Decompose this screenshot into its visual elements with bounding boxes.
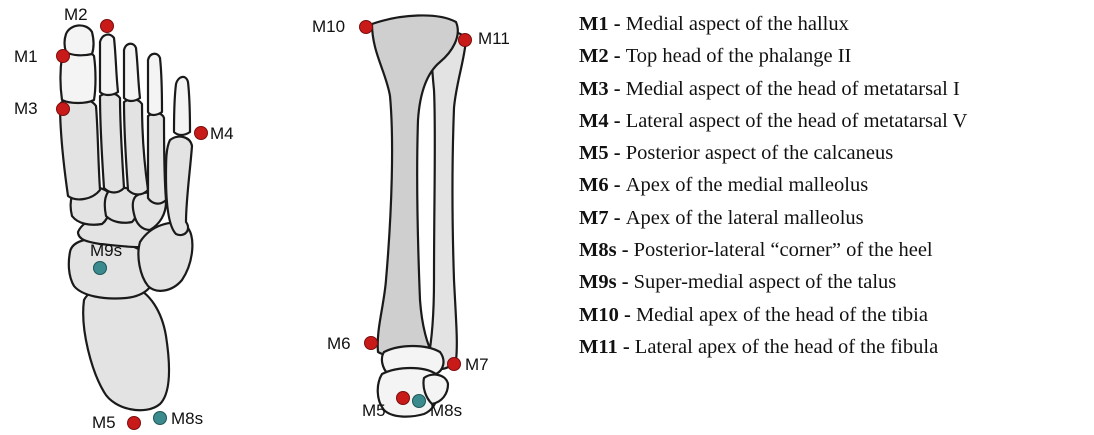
marker-m5-foot-label: M5 — [92, 413, 116, 432]
legend-description: Apex of the lateral malleolus — [626, 207, 864, 229]
legend-code: M11 — [579, 336, 618, 358]
marker-m8s-foot-dot — [154, 412, 167, 425]
toe2-phalanges — [100, 35, 118, 95]
metatarsal-5 — [166, 137, 192, 235]
legend-row: M4 - Lateral aspect of the head of metat… — [579, 105, 1089, 137]
legend-separator: - — [609, 142, 626, 164]
marker-m2-label: M2 — [64, 5, 88, 24]
leg-calcaneus-lateral — [423, 375, 448, 404]
legend-description: Medial aspect of the hallux — [626, 13, 849, 35]
legend-separator: - — [617, 239, 634, 261]
marker-m5-leg-label: M5 — [362, 401, 386, 420]
toe4-phalanges — [148, 54, 162, 115]
marker-m11-dot — [459, 34, 472, 47]
marker-m3-label: M3 — [14, 99, 38, 118]
marker-m5-leg-dot — [397, 392, 410, 405]
legend-separator: - — [609, 110, 626, 132]
legend-description: Apex of the medial malleolus — [626, 174, 869, 196]
legend-description: Medial aspect of the head of metatarsal … — [626, 78, 960, 100]
legend-row: M11 - Lateral apex of the head of the fi… — [579, 331, 1089, 363]
legend-separator: - — [609, 207, 626, 229]
legend-separator: - — [609, 45, 626, 67]
marker-m8s-leg-label: M8s — [430, 401, 462, 420]
legend-code: M9s — [579, 271, 617, 293]
legend-code: M10 — [579, 304, 619, 326]
legend-row: M7 - Apex of the lateral malleolus — [579, 202, 1089, 234]
marker-m6-dot — [365, 337, 378, 350]
marker-m11-label: M11 — [478, 29, 510, 48]
legend-description: Super-medial aspect of the talus — [634, 271, 897, 293]
legend-row: M8s - Posterior-lateral “corner” of the … — [579, 234, 1089, 266]
marker-m1-label: M1 — [14, 47, 38, 66]
marker-m8s-leg-dot — [413, 395, 426, 408]
marker-m10-dot — [360, 21, 373, 34]
legend-description: Medial apex of the head of the tibia — [636, 304, 928, 326]
marker-m10-label: M10 — [312, 17, 345, 36]
legend-code: M5 — [579, 142, 609, 164]
legend-code: M3 — [579, 78, 609, 100]
metatarsal-4 — [148, 113, 166, 203]
calcaneus — [83, 285, 169, 410]
legend-description: Posterior-lateral “corner” of the heel — [634, 239, 933, 261]
marker-m6-label: M6 — [327, 334, 351, 353]
legend-row: M6 - Apex of the medial malleolus — [579, 169, 1089, 201]
legend-row: M5 - Posterior aspect of the calcaneus — [579, 137, 1089, 169]
marker-m8s-foot-label: M8s — [171, 409, 203, 428]
marker-m7-dot — [448, 358, 461, 371]
legend-code: M7 — [579, 207, 609, 229]
legend-description: Lateral aspect of the head of metatarsal… — [626, 110, 968, 132]
leg-skeleton — [372, 15, 466, 416]
legend-separator: - — [609, 78, 626, 100]
marker-m7-label: M7 — [465, 355, 489, 374]
hallux-distal — [65, 25, 94, 55]
legend-row: M9s - Super-medial aspect of the talus — [579, 266, 1089, 298]
legend-code: M8s — [579, 239, 617, 261]
legend-code: M4 — [579, 110, 609, 132]
marker-m4-label: M4 — [210, 124, 234, 143]
metatarsal-3 — [124, 99, 148, 194]
marker-m3-dot — [57, 103, 70, 116]
legend-row: M2 - Top head of the phalange II — [579, 40, 1089, 72]
legend-row: M10 - Medial apex of the head of the tib… — [579, 299, 1089, 331]
legend-row: M1 - Medial aspect of the hallux — [579, 8, 1089, 40]
marker-m2-dot — [101, 20, 114, 33]
marker-m9s-label: M9s — [90, 241, 122, 260]
marker-m9s-dot — [94, 262, 107, 275]
legend-code: M2 — [579, 45, 609, 67]
legend-code: M6 — [579, 174, 609, 196]
marker-m4-dot — [195, 127, 208, 140]
legend-separator: - — [617, 271, 634, 293]
legend-separator: - — [618, 336, 635, 358]
legend-separator: - — [619, 304, 636, 326]
legend-description: Top head of the phalange II — [626, 45, 852, 67]
foot-skeleton — [60, 25, 192, 410]
toe3-phalanges — [124, 44, 140, 101]
legend-description: Posterior aspect of the calcaneus — [626, 142, 894, 164]
legend-separator: - — [609, 13, 626, 35]
toe5-phalanges — [174, 77, 190, 135]
legend-row: M3 - Medial aspect of the head of metata… — [579, 73, 1089, 105]
metatarsal-2 — [100, 93, 124, 192]
marker-m5-foot-dot — [128, 417, 141, 430]
fibula — [428, 32, 466, 369]
legend-code: M1 — [579, 13, 609, 35]
marker-m1-dot — [57, 50, 70, 63]
legend-separator: - — [609, 174, 626, 196]
legend-description: Lateral apex of the head of the fibula — [635, 336, 938, 358]
